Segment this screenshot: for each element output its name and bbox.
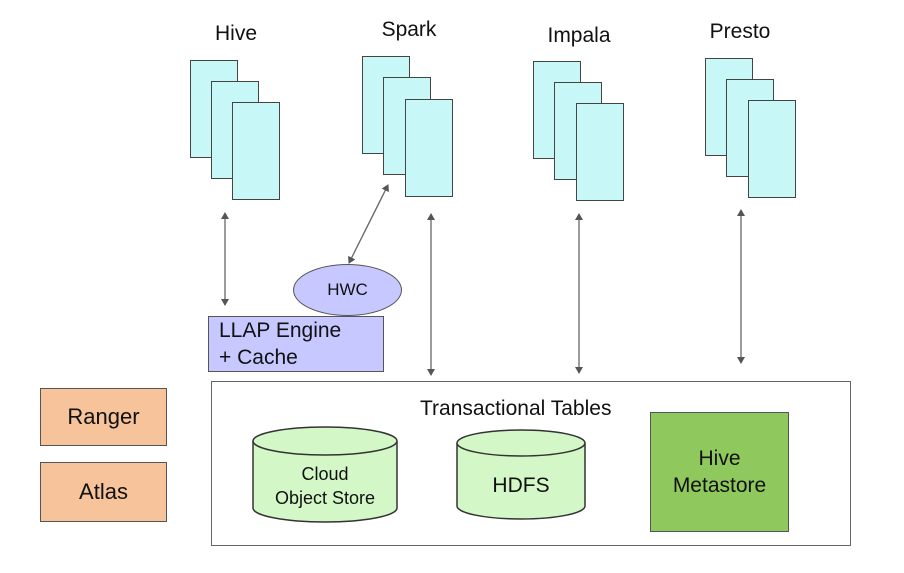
llap-label-line1: LLAP Engine — [219, 319, 342, 342]
engine-label-impala: Impala — [547, 24, 611, 47]
engine-label-hive: Hive — [214, 22, 257, 45]
atlas-box: Atlas — [40, 462, 167, 522]
cloud-object-store-label: Cloud Object Store — [253, 462, 397, 510]
engine-card — [405, 99, 453, 197]
metastore-label-line1: Hive — [698, 447, 741, 470]
metastore-label-line2: Metastore — [672, 474, 767, 497]
engine-label-presto: Presto — [709, 20, 771, 43]
hdfs-cylinder — [456, 429, 586, 520]
cloud-label-line1: Cloud — [301, 464, 349, 484]
engine-card — [576, 103, 624, 201]
hdfs-label: HDFS — [492, 474, 550, 497]
ranger-box: Ranger — [40, 388, 167, 446]
cloud-object-store-cylinder — [252, 426, 398, 523]
hive-metastore-box: Hive Metastore — [650, 412, 789, 532]
transactional-tables-title: Transactional Tables — [420, 397, 612, 420]
llap-engine-box: LLAP Engine + Cache — [208, 316, 384, 372]
llap-label-line2: + Cache — [219, 346, 298, 369]
arrow-spark-hwc — [348, 184, 389, 264]
hwc-node: HWC — [293, 264, 402, 316]
engine-label-spark: Spark — [381, 18, 437, 41]
engine-card — [232, 102, 280, 200]
engine-card — [748, 100, 796, 198]
cloud-label-line2: Object Store — [274, 488, 376, 508]
